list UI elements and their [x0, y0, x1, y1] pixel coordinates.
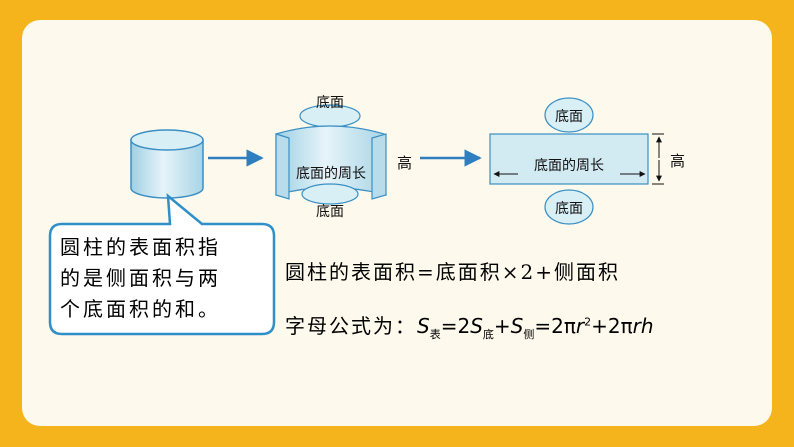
plus1: +: [493, 314, 511, 338]
symbol-rh: rh: [632, 314, 654, 338]
circumference-label-mid: 底面的周长: [296, 166, 366, 182]
letter-formula: 字母公式为：S表=2S底+S侧=2πr2+2πrh: [285, 310, 654, 342]
bubble-line: 圆柱的表面积指: [60, 235, 221, 259]
surface-area-formula: 圆柱的表面积=底面积×2+侧面积: [285, 260, 620, 284]
top-base-label: 底面: [316, 95, 344, 111]
net-height-label: 高: [670, 152, 685, 170]
net-bottom-label: 底面: [555, 201, 583, 217]
net-circumference-label: 底面的周长: [534, 158, 604, 174]
bottom-base-label: 底面: [316, 204, 344, 220]
symbol-s: S: [510, 314, 524, 338]
cylinder-net: [489, 97, 664, 225]
symbol-s: S: [417, 314, 430, 338]
square: 2: [584, 315, 592, 329]
net-top-label: 底面: [555, 109, 583, 125]
unrolling-cylinder: [275, 104, 387, 205]
speech-bubble: [48, 193, 276, 336]
sub-surface: 表: [429, 328, 441, 341]
height-label-mid: 高: [397, 154, 412, 172]
bubble-line: 的是侧面积与两: [60, 266, 221, 290]
eq1: =2: [440, 314, 471, 338]
symbol-s: S: [470, 314, 483, 338]
symbol-r: r: [575, 314, 585, 338]
sub-side: 侧: [523, 328, 535, 341]
sub-base: 底: [482, 328, 494, 341]
cylinder-shape: [130, 129, 204, 199]
letter-formula-label: 字母公式为：: [285, 314, 417, 338]
plus2: +2π: [591, 314, 633, 338]
bubble-text: 圆柱的表面积指 的是侧面积与两 个底面积的和。: [60, 232, 270, 325]
bubble-line: 个底面积的和。: [60, 297, 221, 321]
eq2: =2π: [534, 314, 576, 338]
